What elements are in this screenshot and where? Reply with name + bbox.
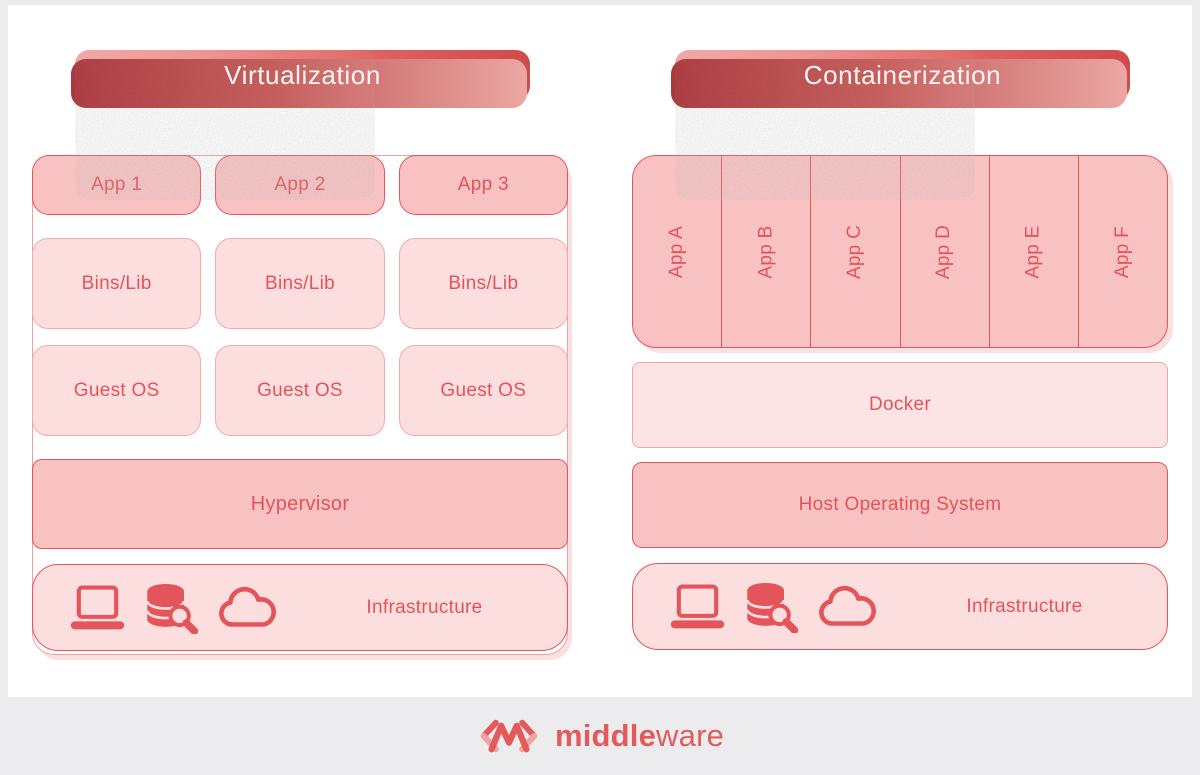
ct-infrastructure-label: Infrastructure [966, 595, 1083, 617]
vm-guest-os-row: Guest OS Guest OS Guest OS [32, 345, 568, 436]
virtualization-header-label: Virtualization [224, 59, 381, 90]
guest-os-box: Guest OS [215, 345, 385, 436]
vm-app-box: App 3 [398, 155, 568, 215]
laptop-icon [670, 584, 725, 628]
ct-infrastructure-box: Infrastructure [632, 563, 1168, 650]
container-apps-box: App A App B App C App D App E App F [632, 155, 1168, 348]
cloud-icon [819, 585, 876, 626]
code-brackets-wave-icon [480, 719, 538, 753]
virtualization-stack: App 1 App 2 App 3 Bins/Lib Bins/Lib Bins… [32, 155, 568, 655]
vm-app-box: App 1 [32, 155, 202, 215]
database-search-icon [745, 582, 798, 633]
container-app-column: App E [990, 156, 1079, 347]
container-app-label: App A [666, 225, 688, 278]
containerization-header-label: Containerization [803, 59, 1002, 90]
bins-lib-box: Bins/Lib [398, 238, 568, 329]
container-app-column: App A [633, 156, 723, 347]
vm-app-row: App 1 App 2 App 3 [32, 155, 568, 215]
containerization-header: Containerization [671, 50, 1130, 200]
bins-lib-box: Bins/Lib [32, 238, 202, 329]
container-app-label: App B [755, 224, 777, 279]
guest-os-box: Guest OS [398, 345, 568, 436]
brand-wordmark: middleware [555, 718, 724, 754]
docker-box: Docker [632, 362, 1168, 448]
infrastructure-icons [669, 581, 882, 633]
hypervisor-box: Hypervisor [32, 459, 568, 549]
vm-bins-row: Bins/Lib Bins/Lib Bins/Lib [32, 238, 568, 329]
diagram-canvas: Virtualization Containerization App 1 Ap… [8, 5, 1192, 697]
container-app-label: App C [844, 224, 866, 279]
guest-os-box: Guest OS [32, 345, 202, 436]
container-app-column: App D [901, 156, 990, 347]
container-app-label: App F [1111, 225, 1133, 278]
bins-lib-box: Bins/Lib [215, 238, 385, 329]
vm-infrastructure-box: Infrastructure [32, 564, 568, 651]
vm-infrastructure-label: Infrastructure [366, 596, 483, 618]
vm-app-box: App 2 [215, 155, 385, 215]
container-app-column: App F [1079, 156, 1167, 347]
brand-light: ware [656, 718, 725, 753]
virtualization-header: Virtualization [71, 50, 530, 200]
brand-bold: middle [554, 718, 657, 753]
database-search-icon [145, 583, 198, 634]
container-app-label: App E [1022, 224, 1044, 279]
brand-footer: middleware [0, 697, 1200, 775]
cloud-icon [219, 586, 276, 627]
infrastructure-icons [69, 582, 282, 634]
laptop-icon [70, 585, 125, 629]
container-app-column: App B [722, 156, 812, 347]
host-os-box: Host Operating System [632, 462, 1168, 548]
container-app-column: App C [811, 156, 901, 347]
container-app-label: App D [933, 224, 955, 279]
